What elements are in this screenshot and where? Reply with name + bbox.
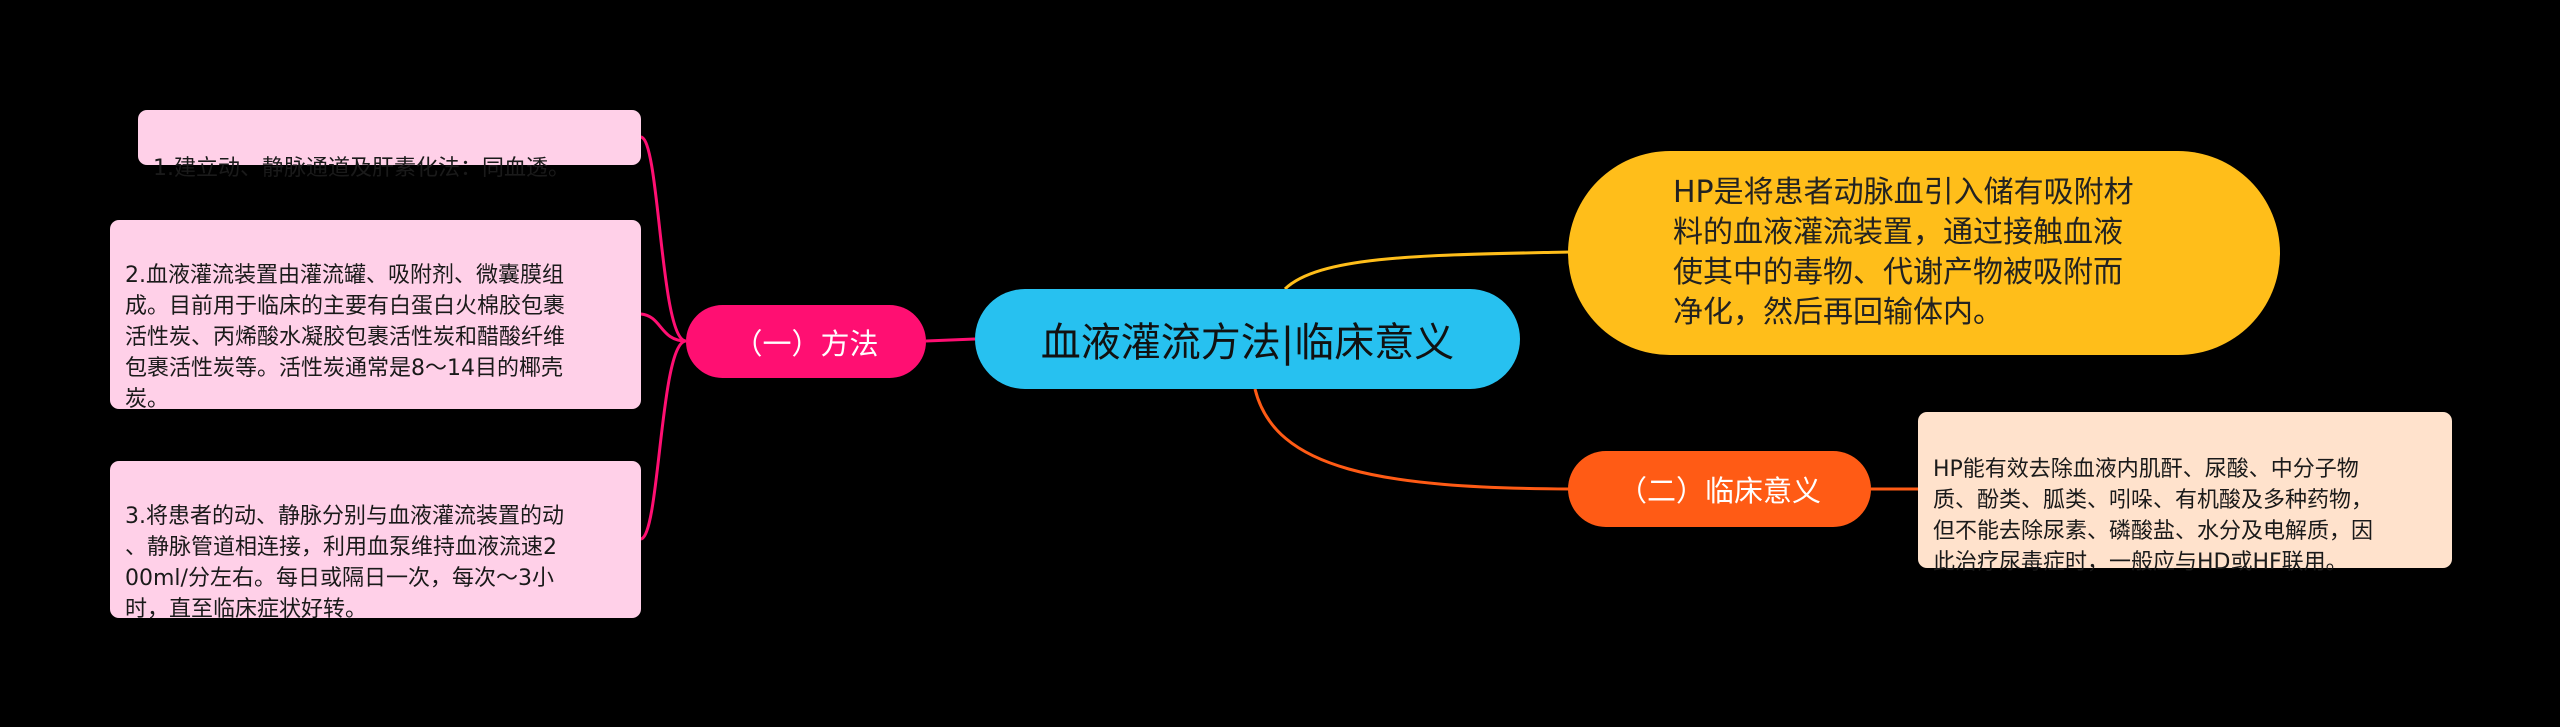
method-leaf-2-text: 2.血液灌流装置由灌流罐、吸附剂、微囊膜组 成。目前用于临床的主要有白蛋白火棉胶… [125, 263, 566, 412]
clinical-leaf-1[interactable]: HP能有效去除血液内肌酐、尿酸、中分子物 质、酚类、胍类、吲哚、有机酸及多种药物… [1918, 412, 2452, 575]
connector-central-description [1283, 250, 1571, 291]
description-text: HP是将患者动脉血引入储有吸附材 料的血液灌流装置，通过接触血液 使其中的毒物、… [1673, 175, 2134, 330]
connector-central-clinical [1253, 388, 1571, 491]
central-topic-label: 血液灌流方法|临床意义 [1040, 320, 1455, 366]
clinical-leaf-1-text: HP能有效去除血液内肌酐、尿酸、中分子物 质、酚类、胍类、吲哚、有机酸及多种药物… [1933, 457, 2374, 575]
connector-method-leaf1 [640, 135, 687, 343]
central-topic-node[interactable]: 血液灌流方法|临床意义 [975, 289, 1520, 389]
connector-method-leaf2 [640, 312, 687, 343]
branch-method-label: （一）方法 [733, 326, 879, 361]
method-leaf-1-text: 1.建立动、静脉通道及肝素化法：同血透。 [153, 156, 570, 181]
method-leaf-3-text: 3.将患者的动、静脉分别与血液灌流装置的动 、静脉管道相连接，利用血泵维持血液流… [125, 504, 564, 622]
method-leaf-2[interactable]: 2.血液灌流装置由灌流罐、吸附剂、微囊膜组 成。目前用于临床的主要有白蛋白火棉胶… [110, 220, 641, 412]
connector-central-method [925, 337, 976, 343]
branch-method-node[interactable]: （一）方法 [686, 305, 926, 378]
method-leaf-1[interactable]: 1.建立动、静脉通道及肝素化法：同血透。 [138, 110, 641, 181]
branch-clinical-node[interactable]: （二）临床意义 [1568, 451, 1871, 527]
method-leaf-3[interactable]: 3.将患者的动、静脉分别与血液灌流装置的动 、静脉管道相连接，利用血泵维持血液流… [110, 461, 641, 622]
branch-clinical-label: （二）临床意义 [1617, 474, 1821, 508]
description-node[interactable]: HP是将患者动脉血引入储有吸附材 料的血液灌流装置，通过接触血液 使其中的毒物、… [1568, 151, 2280, 355]
connector-method-leaf3 [640, 339, 687, 541]
